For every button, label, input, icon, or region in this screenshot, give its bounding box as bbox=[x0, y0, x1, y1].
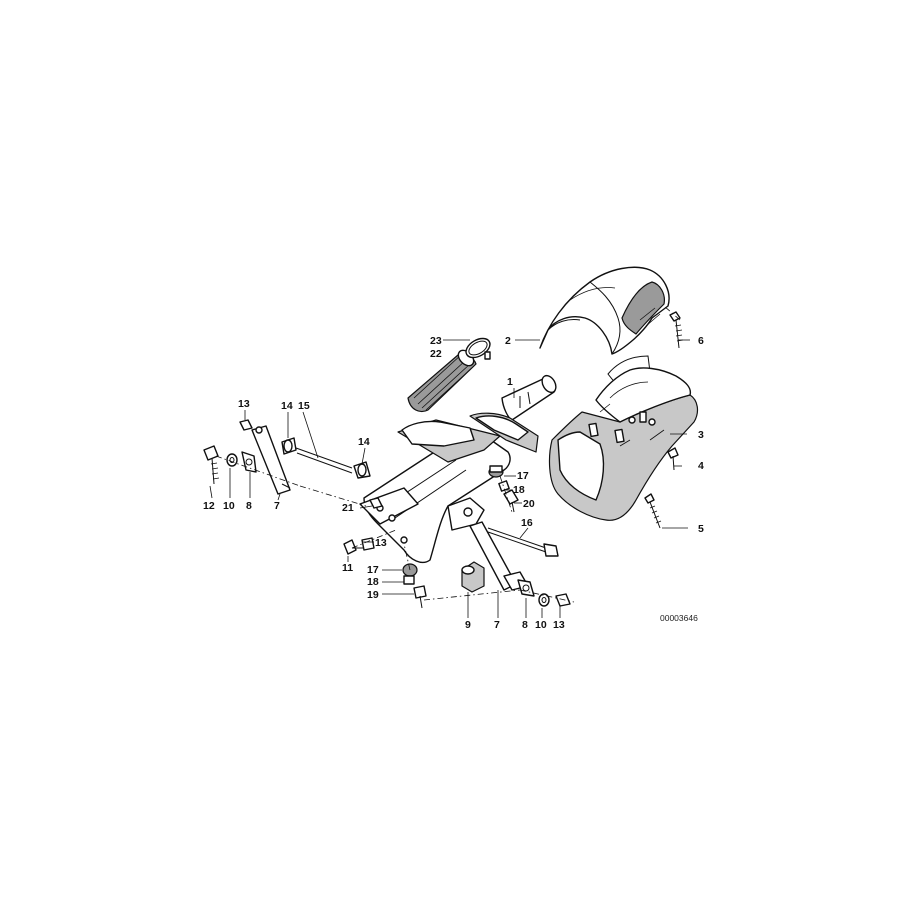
bolt-11 bbox=[343, 539, 364, 555]
callout-2: 2 bbox=[505, 335, 511, 347]
bellows-22 bbox=[407, 349, 477, 413]
clip-nut-8-left bbox=[241, 451, 257, 473]
nut-13-topleft bbox=[239, 419, 253, 431]
callout-9: 9 bbox=[465, 619, 471, 631]
callout-8a: 8 bbox=[246, 500, 252, 512]
hose-clamp-23 bbox=[465, 337, 491, 360]
callout-19: 19 bbox=[367, 589, 379, 601]
sleeve-18-upper bbox=[498, 480, 510, 492]
callout-17a: 17 bbox=[517, 470, 529, 482]
callout-3: 3 bbox=[698, 429, 704, 441]
callout-8b: 8 bbox=[522, 619, 528, 631]
washer-10-left bbox=[226, 453, 238, 467]
callout-22: 22 bbox=[430, 348, 442, 360]
screw-6 bbox=[669, 311, 684, 349]
nut-13-middle bbox=[361, 537, 375, 551]
steering-column-tube bbox=[501, 374, 557, 421]
screw-4 bbox=[667, 447, 679, 471]
callout-16: 16 bbox=[521, 517, 533, 529]
callout-14a: 14 bbox=[281, 400, 293, 412]
assembly-lines bbox=[215, 305, 681, 603]
callout-10b: 10 bbox=[535, 619, 547, 631]
callout-17b: 17 bbox=[367, 564, 379, 576]
clip-nut-8-right bbox=[517, 579, 535, 597]
callout-6: 6 bbox=[698, 335, 704, 347]
callout-7b: 7 bbox=[494, 619, 500, 631]
callout-18a: 18 bbox=[513, 484, 525, 496]
nut-13-right bbox=[555, 593, 571, 607]
callout-13c: 13 bbox=[553, 619, 565, 631]
column-support-bracket bbox=[359, 412, 539, 564]
bolt-19 bbox=[413, 585, 427, 609]
callout-10a: 10 bbox=[223, 500, 235, 512]
washer-10-right bbox=[538, 593, 550, 607]
bolt-20 bbox=[503, 489, 519, 513]
callout-12: 12 bbox=[203, 500, 215, 512]
callout-1: 1 bbox=[507, 376, 513, 388]
nut-21 bbox=[369, 497, 383, 509]
spacer-14-left bbox=[281, 437, 297, 455]
rubber-mount-9 bbox=[461, 561, 485, 593]
callout-13a: 13 bbox=[238, 398, 250, 410]
callout-4: 4 bbox=[698, 460, 704, 472]
upper-column-trim bbox=[539, 266, 670, 355]
reference-code: 00003646 bbox=[660, 613, 698, 623]
spacer-14-right bbox=[353, 461, 371, 479]
callout-5: 5 bbox=[698, 523, 704, 535]
callout-23: 23 bbox=[430, 335, 442, 347]
callout-7a: 7 bbox=[274, 500, 280, 512]
callout-13b: 13 bbox=[375, 537, 387, 549]
callout-18b: 18 bbox=[367, 576, 379, 588]
pin-15 bbox=[295, 447, 353, 474]
callout-labels: 1 2 3 4 5 6 7 7 8 8 9 10 10 11 12 13 13 … bbox=[203, 335, 704, 631]
screw-5 bbox=[644, 493, 662, 529]
callout-21: 21 bbox=[342, 502, 354, 514]
leader-lines bbox=[209, 339, 690, 618]
sleeve-18-lower bbox=[403, 575, 415, 585]
callout-20: 20 bbox=[523, 498, 535, 510]
callout-15: 15 bbox=[298, 400, 310, 412]
bolt-12 bbox=[203, 445, 220, 485]
bolt-16 bbox=[487, 527, 559, 557]
lower-column-trim bbox=[548, 355, 699, 521]
bushing-17-upper bbox=[488, 465, 504, 478]
callout-14b: 14 bbox=[358, 436, 370, 448]
callout-11: 11 bbox=[342, 562, 353, 574]
strut-7-left bbox=[251, 425, 291, 495]
